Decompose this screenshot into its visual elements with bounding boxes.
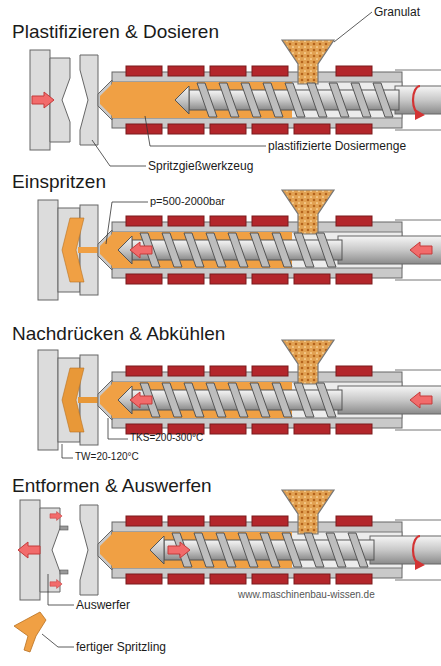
stage-heading: Entformen & Auswerfen xyxy=(12,476,212,495)
mold-half xyxy=(80,55,98,145)
motion-arrow xyxy=(50,512,62,521)
motion-arrow xyxy=(410,392,432,408)
leader-line xyxy=(48,574,74,605)
leader-line xyxy=(106,202,148,244)
mold-half xyxy=(40,508,60,592)
mold-plate xyxy=(38,350,58,450)
motion-arrow xyxy=(410,242,432,258)
mold-half xyxy=(80,505,98,595)
motion-arrow xyxy=(32,92,54,108)
part-label: plastifizierte Dosiermenge xyxy=(268,140,406,152)
screw xyxy=(118,233,441,267)
screw xyxy=(118,383,441,417)
stage-panel xyxy=(14,490,441,652)
pressure-label: p=500-2000bar xyxy=(150,196,225,207)
part-label: Granulat xyxy=(374,6,420,18)
motion-arrow xyxy=(18,542,40,558)
sprue-melt xyxy=(78,397,98,403)
leader-line xyxy=(334,12,372,42)
screw xyxy=(175,83,441,117)
ejector-pin xyxy=(60,570,68,574)
watermark: www.maschinenbau-wissen.de xyxy=(238,590,375,600)
sprue-melt xyxy=(78,247,98,253)
temperature-label: TKS=200-300°C xyxy=(130,433,203,443)
stage-panel xyxy=(38,190,441,300)
ejector-pin xyxy=(60,526,68,530)
stage-heading: Plastifizieren & Dosieren xyxy=(12,22,219,41)
stage-panel xyxy=(38,340,441,458)
temperature-label: TW=20-120°C xyxy=(75,452,139,462)
stage-heading: Nachdrücken & Abkühlen xyxy=(12,324,225,343)
leader-line xyxy=(62,444,73,458)
leader-line xyxy=(42,634,74,647)
part-label: fertiger Spritzling xyxy=(76,641,166,653)
leader-line xyxy=(145,116,266,146)
motion-arrow xyxy=(50,580,62,589)
rotation-arrow xyxy=(413,536,425,570)
motion-arrow xyxy=(130,242,152,258)
mold-plate xyxy=(38,200,58,300)
screw xyxy=(150,533,441,567)
rotation-arrow xyxy=(413,86,425,120)
molded-part xyxy=(14,612,46,652)
part-label: Auswerfer xyxy=(76,599,130,611)
stage-heading: Einspritzen xyxy=(12,172,106,191)
motion-arrow xyxy=(168,542,190,558)
part-label: Spritzgießwerkzeug xyxy=(148,160,253,172)
leader-line xyxy=(92,140,146,166)
motion-arrow xyxy=(130,392,152,408)
leader-line xyxy=(108,418,128,439)
